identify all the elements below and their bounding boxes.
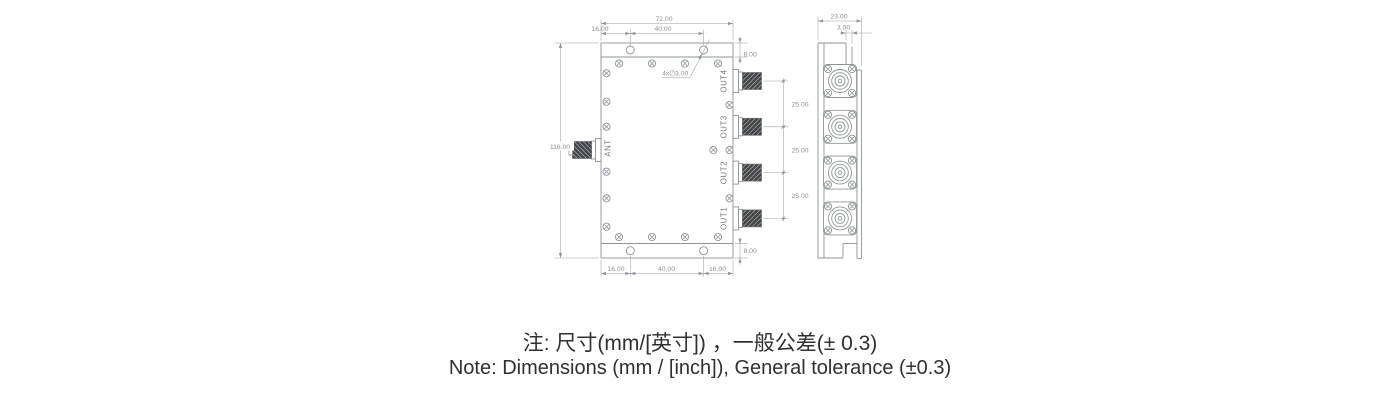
front-view: ANT OUT4 OUT3 OUT2 OUT1 (568, 42, 762, 259)
out1-connector-side (824, 202, 857, 235)
dim-bottom-strip-height: 8.00 (744, 248, 757, 255)
note-line-en: Note: Dimensions (mm / [inch]), General … (448, 357, 952, 379)
dim-port-spacing-1: 25.00 (792, 102, 809, 109)
dim-mounting-holes: 4x∅3.00 (662, 71, 689, 78)
out2-label: OUT2 (720, 161, 729, 184)
out2-connector-side (824, 156, 857, 189)
out1-label: OUT1 (720, 207, 729, 230)
out1-connector (732, 206, 762, 231)
dim-bottom-left-offset: 16.00 (607, 266, 624, 273)
front-view-dimensions: 72.00 16.00 40.00 8.00 116.00 25.00 (546, 16, 809, 277)
cover-screws (602, 59, 734, 242)
out3-label: OUT3 (720, 115, 729, 138)
dim-overall-width: 72.00 (655, 16, 672, 23)
mounting-holes (625, 45, 709, 256)
dim-top-hole-offset: 16.00 (591, 26, 608, 33)
out3-connector (732, 114, 762, 139)
dim-bottom-hole-spacing: 40.00 (658, 266, 675, 273)
dim-port-spacing-3: 25.00 (792, 193, 809, 200)
dim-overall-height: 116.00 (550, 144, 571, 151)
dim-cover-thickness: 3.00 (837, 25, 850, 32)
dim-top-hole-spacing: 40.00 (654, 26, 671, 33)
drawing-notes: 注: 尺寸(mm/[英寸]) ，一般公差(± 0.3) Note: Dimens… (0, 331, 1400, 381)
ant-label: ANT (604, 139, 613, 156)
technical-drawing: ANT OUT4 OUT3 OUT2 OUT1 72.00 16.00 40.0… (546, 13, 872, 277)
dim-overall-depth: 23.00 (830, 14, 847, 21)
note-line-zh: 注: 尺寸(mm/[英寸]) ，一般公差(± 0.3) (522, 332, 878, 355)
out4-connector-side (824, 65, 857, 98)
dim-port-spacing-2: 25.00 (792, 147, 809, 154)
out4-label: OUT4 (720, 69, 729, 92)
dim-top-strip-height: 8.00 (744, 52, 757, 59)
side-view-dimensions: 23.00 3.00 (817, 14, 872, 66)
out2-connector (732, 160, 762, 185)
out4-connector (732, 69, 762, 93)
side-view (817, 42, 862, 259)
out3-connector-side (824, 110, 857, 143)
dim-bottom-right-offset: 16.00 (709, 266, 726, 273)
